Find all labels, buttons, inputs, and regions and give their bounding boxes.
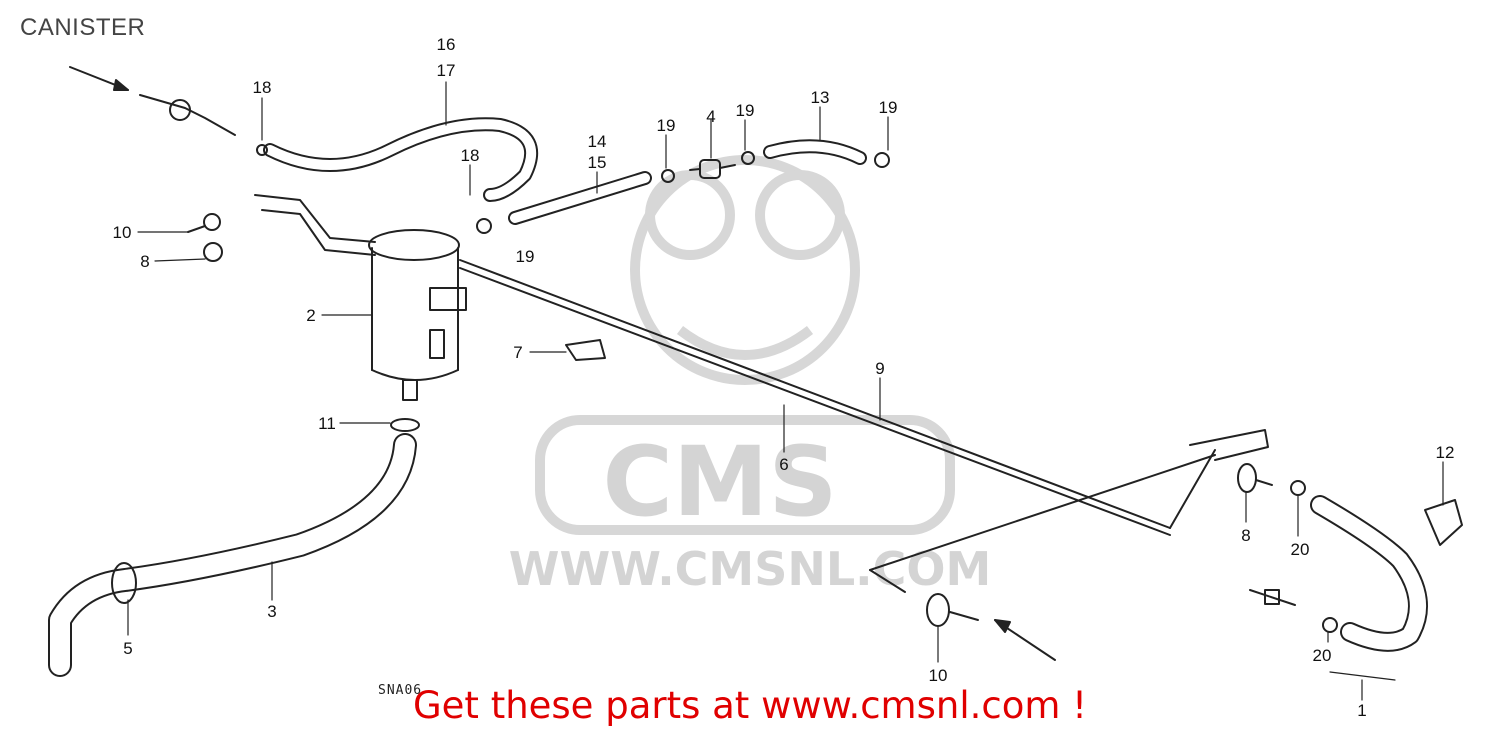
callout-label: 5	[123, 639, 132, 658]
callout-label: 8	[140, 252, 149, 271]
diagram-code: SNA06	[378, 683, 423, 698]
callout-label: 1	[1357, 701, 1366, 720]
callout-label: 19	[879, 98, 898, 117]
page-title: CANISTER	[20, 14, 146, 41]
call-to-action[interactable]: Get these parts at www.cmsnl.com !	[412, 684, 1087, 727]
callout-label: 19	[657, 116, 676, 135]
callout-label: 20	[1313, 646, 1332, 665]
callout-label: 7	[513, 343, 522, 362]
callout-label: 13	[811, 88, 830, 107]
callout-label: 15	[588, 153, 607, 172]
callout-label: 10	[929, 666, 948, 685]
parts-drawing	[48, 66, 1463, 701]
callout-label: 18	[253, 78, 272, 97]
cms-watermark	[535, 155, 955, 535]
callout-label: 18	[461, 146, 480, 165]
callout-label: 8	[1241, 526, 1250, 545]
callout-label: 20	[1291, 540, 1310, 559]
callout-label: 19	[736, 101, 755, 120]
callout-label: 4	[706, 107, 715, 126]
callout-label: 11	[318, 414, 336, 433]
watermark-brand: CMS	[602, 426, 837, 538]
callout-label: 3	[267, 602, 276, 621]
callout-label: 10	[113, 223, 132, 242]
callout-label: 19	[516, 247, 535, 266]
watermark-url: WWW.CMSNL.COM	[509, 542, 992, 596]
callout-label: 9	[875, 359, 884, 378]
callout-labels: 16 17 18 18 19 19 19 19 4 13 14 15 10 8 …	[113, 35, 1455, 720]
callout-label: 6	[779, 455, 788, 474]
callout-label: 16	[437, 35, 456, 54]
callout-label: 17	[437, 61, 456, 80]
callout-label: 12	[1436, 443, 1455, 462]
callout-label: 2	[306, 306, 315, 325]
callout-label: 14	[588, 132, 607, 151]
